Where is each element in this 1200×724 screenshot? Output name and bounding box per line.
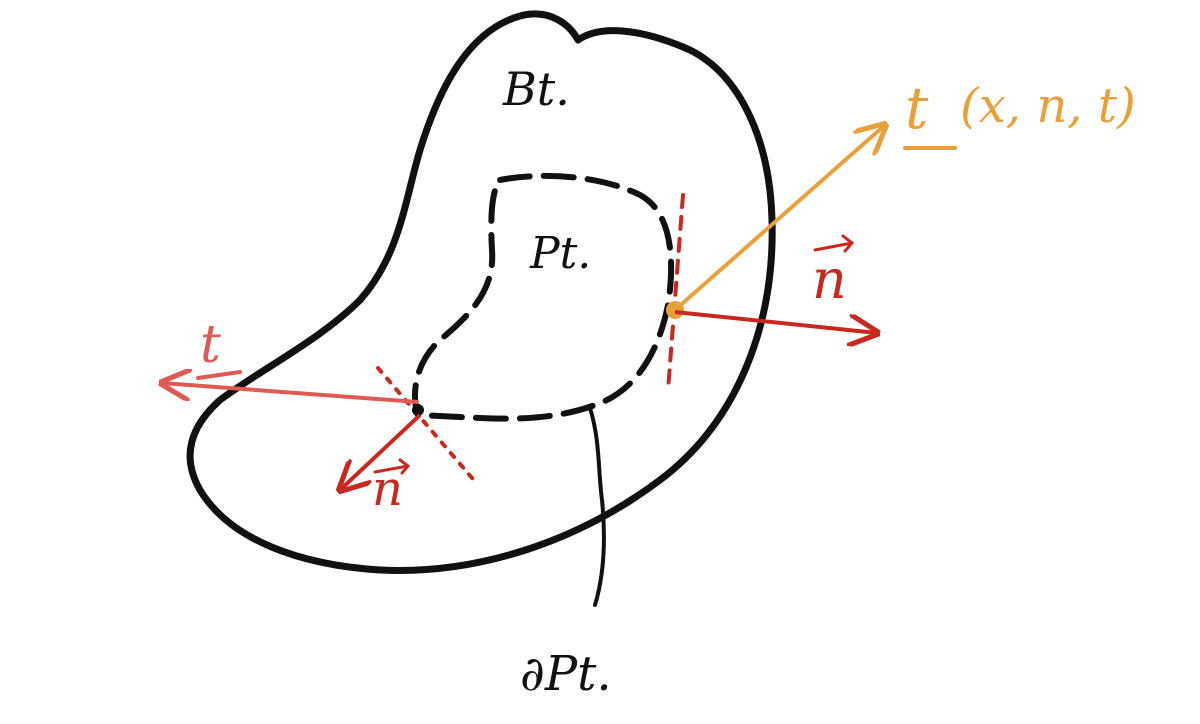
subregion-outline [412, 172, 675, 422]
normal-vector-right-arrow [674, 310, 877, 333]
left-point [412, 404, 424, 416]
tangent-line-left [376, 366, 480, 487]
normal-right-overarrow [813, 234, 855, 253]
tangent-line-right [666, 193, 685, 392]
label-normal-right: n [812, 248, 847, 311]
label-body: Bt. [502, 62, 570, 116]
normal-left-overarrow [373, 458, 411, 475]
label-traction: t [905, 74, 929, 142]
label-boundary: ∂Pt. [520, 646, 612, 702]
traction-point [666, 301, 684, 319]
label-subregion: Pt. [529, 228, 591, 279]
traction-vector-arrow [673, 125, 885, 312]
label-vector-left: t [200, 315, 221, 375]
vector-left-underline [196, 370, 242, 380]
label-traction-args: (x, n, t) [960, 78, 1136, 134]
traction-vector-left-arrow [162, 383, 419, 404]
normal-vector-left-arrow [340, 413, 422, 490]
boundary-leader-line [588, 406, 606, 607]
body-outline [186, 10, 776, 574]
